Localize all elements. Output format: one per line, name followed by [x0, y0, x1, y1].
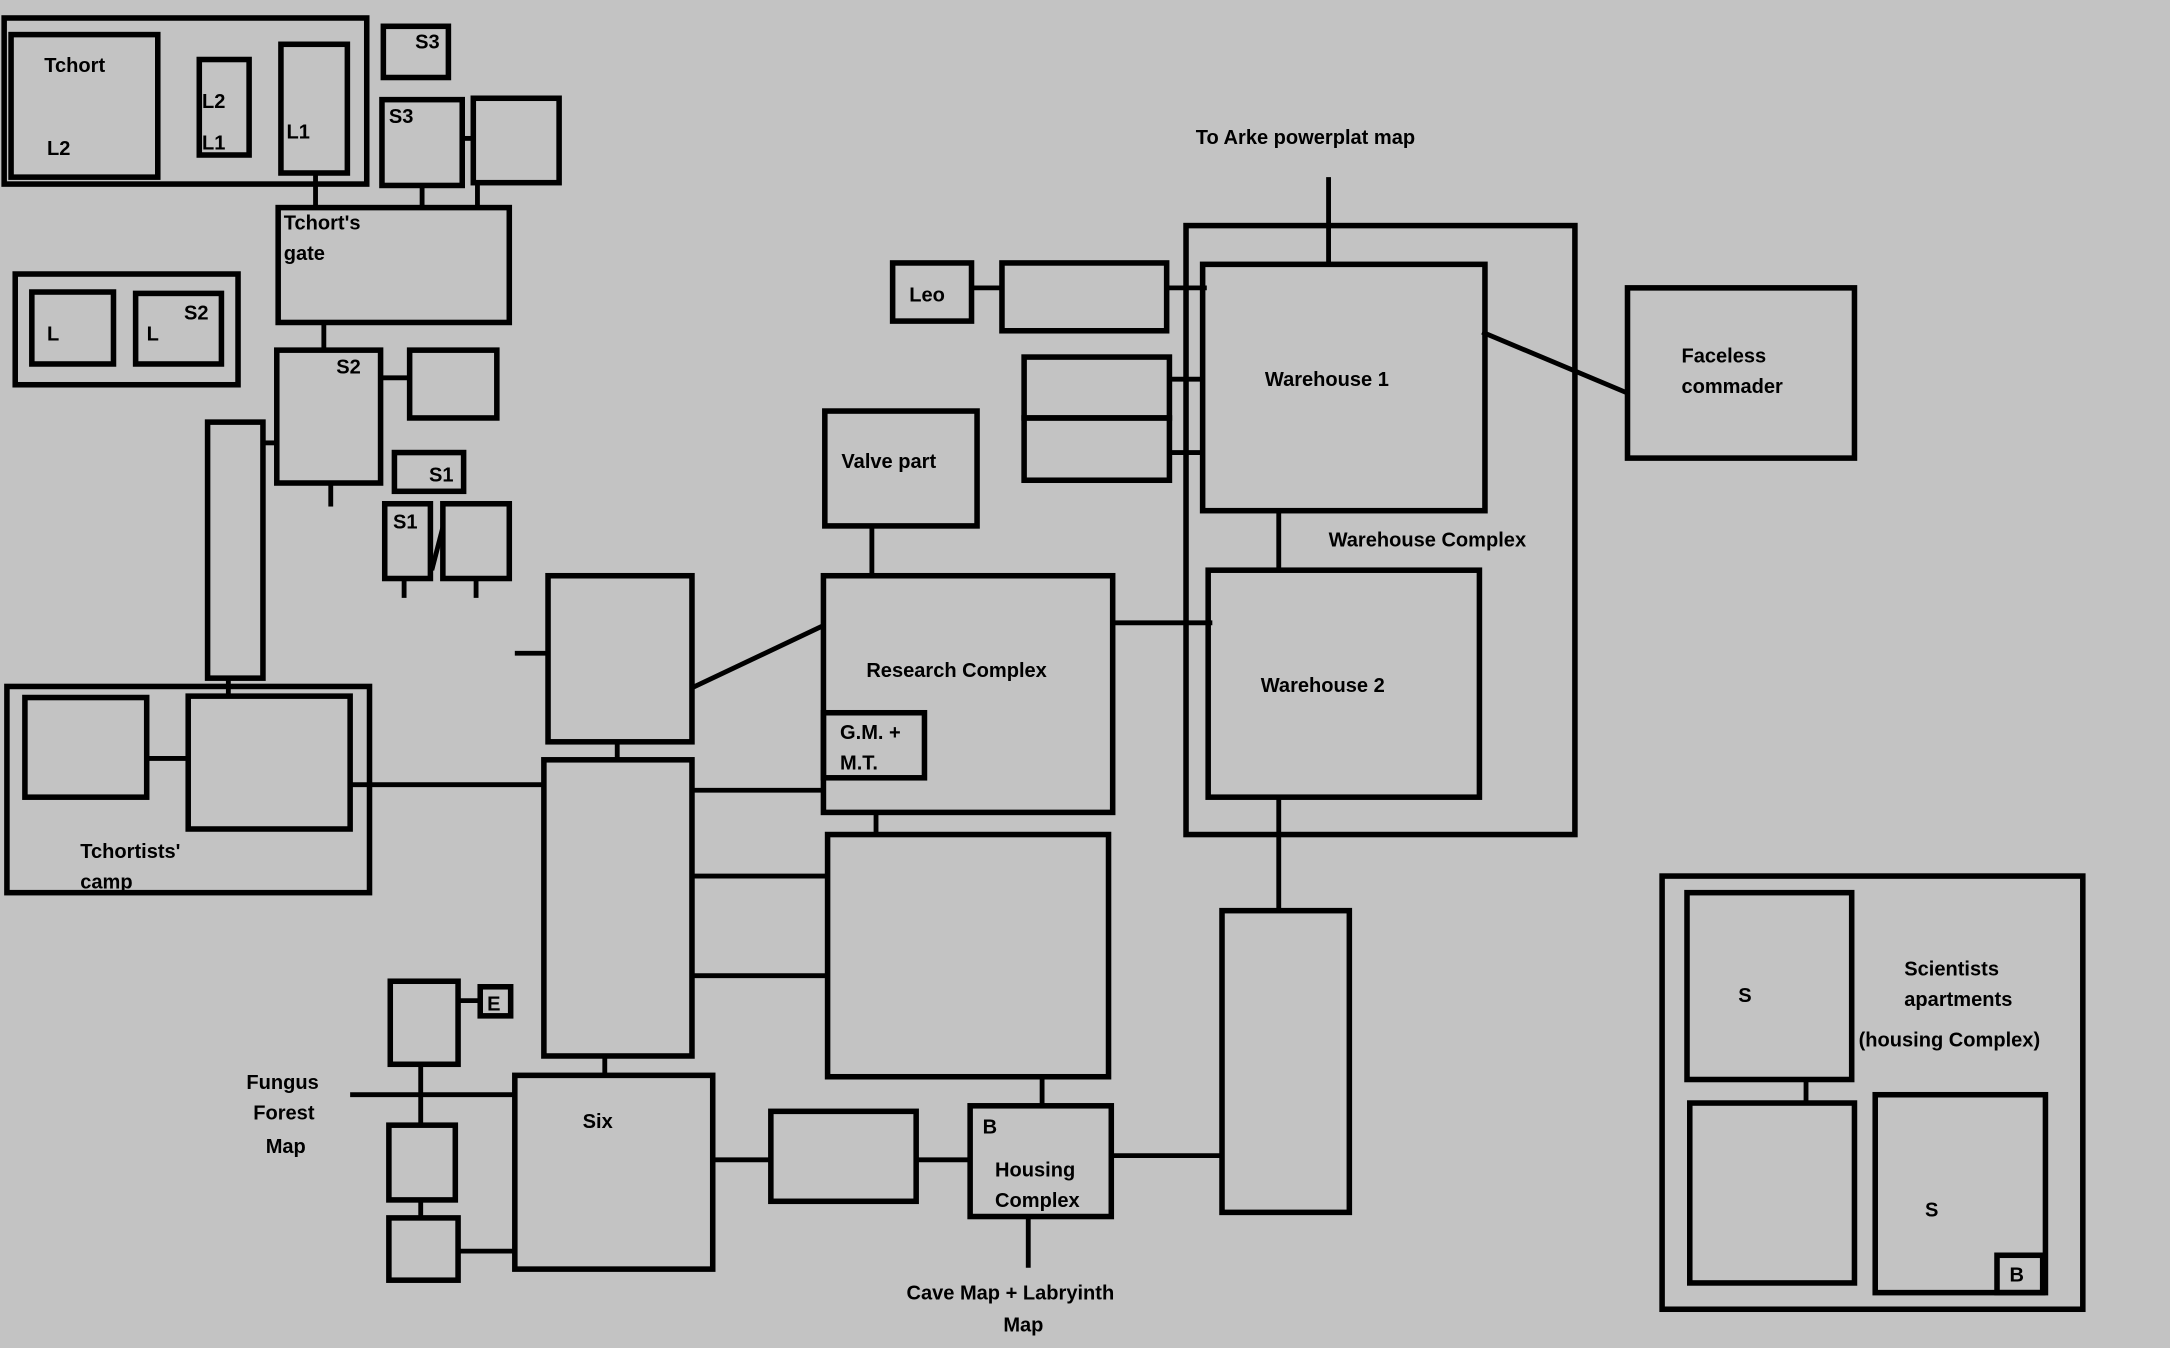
tchort-wing-outline — [1, 15, 370, 187]
link-junction-research — [690, 623, 825, 691]
s1-room — [381, 501, 434, 582]
label-s3-mid: S3 — [389, 106, 414, 128]
label-scientists-line1: Scientists — [1904, 959, 1999, 981]
six-room — [512, 1072, 716, 1272]
label-leo: Leo — [909, 285, 945, 307]
scientists-outline — [1659, 873, 2086, 1313]
long-corridor — [204, 419, 266, 681]
side-room-lower — [1021, 415, 1173, 484]
label-s1-room: S1 — [393, 512, 418, 534]
s3-top-room — [380, 23, 452, 81]
small-room-low — [386, 1215, 461, 1283]
label-apt-b: B — [2009, 1265, 2023, 1287]
label-l-right: L — [147, 323, 159, 345]
l-room-s2 — [132, 290, 225, 367]
gm-mt-room — [820, 709, 928, 781]
label-warehouse-2: Warehouse 2 — [1261, 675, 1385, 697]
label-valve-part: Valve part — [841, 451, 936, 473]
warehouse-1 — [1199, 261, 1488, 514]
valve-part-room — [822, 408, 980, 529]
label-s1-top: S1 — [429, 465, 454, 487]
apt-upper-left — [1684, 889, 1855, 1083]
label-warehouse-complex: Warehouse Complex — [1329, 530, 1527, 552]
label-housing-line1: Housing — [995, 1159, 1075, 1181]
faceless-commander-room — [1624, 285, 1858, 461]
label-apt-s-upper: S — [1738, 985, 1751, 1007]
link-s1-diag — [429, 526, 446, 571]
label-l1-tall: L1 — [286, 121, 309, 143]
label-gm-line2: M.T. — [840, 752, 878, 774]
label-six: Six — [583, 1111, 613, 1133]
room-right-of-leo — [999, 260, 1170, 334]
label-tchort: Tchort — [44, 55, 105, 77]
label-housing-b: B — [983, 1116, 997, 1138]
label-l-left: L — [47, 323, 59, 345]
label-cave-line1: Cave Map + Labryinth — [906, 1283, 1114, 1305]
label-scientists-line3: (housing Complex) — [1859, 1029, 2041, 1051]
leo-room — [889, 260, 975, 324]
e-room-tall — [387, 978, 461, 1068]
label-faceless-line2: commader — [1681, 376, 1783, 398]
label-research-complex: Research Complex — [866, 660, 1047, 682]
label-s2-small: S2 — [184, 303, 209, 325]
tchorts-gate-room — [275, 204, 513, 326]
room-right-of-s1 — [440, 501, 513, 582]
label-camp-line1: Tchortists' — [80, 841, 180, 863]
central-hall — [541, 757, 695, 1059]
label-gm-line1: G.M. + — [840, 722, 901, 744]
s2-room — [274, 347, 384, 486]
label-camp-line2: camp — [80, 872, 132, 894]
label-l1-small: L1 — [202, 132, 225, 154]
apt-lower-right — [1872, 1091, 2049, 1296]
room-right-of-s2 — [406, 347, 500, 421]
camp-room-left — [22, 694, 150, 800]
label-gate-line1: Tchort's — [284, 213, 361, 235]
camp-room-main — [185, 693, 353, 832]
l-room-left — [29, 289, 117, 367]
label-fungus-line3: Map — [266, 1136, 306, 1158]
label-faceless-line1: Faceless — [1681, 346, 1766, 368]
long-room-east — [1219, 907, 1353, 1216]
l2-l1-room — [196, 56, 252, 158]
label-scientists-line2: apartments — [1904, 989, 2012, 1011]
junction-room — [545, 572, 695, 745]
label-s3-top: S3 — [415, 31, 440, 53]
small-room-mid — [386, 1122, 459, 1203]
apt-lower-left — [1687, 1100, 1858, 1286]
camp-outline — [4, 683, 373, 896]
label-fungus-line2: Forest — [253, 1103, 315, 1125]
room-right-of-s3 — [470, 95, 562, 186]
link-wh1-faceless — [1481, 329, 1629, 396]
label-e: E — [487, 993, 500, 1015]
label-l2-small: L2 — [202, 91, 225, 113]
label-warehouse-1: Warehouse 1 — [1265, 369, 1389, 391]
label-s2-room: S2 — [336, 357, 361, 379]
lower-lab — [824, 831, 1112, 1080]
label-arke-exit: To Arke powerplat map — [1196, 127, 1415, 149]
research-complex — [820, 572, 1116, 816]
warehouse-complex-outline — [1183, 222, 1578, 838]
label-apt-s-lower: S — [1925, 1200, 1938, 1222]
room-left-of-housing — [768, 1108, 919, 1205]
label-gate-line2: gate — [284, 243, 325, 265]
apt-b-room — [1994, 1252, 2046, 1296]
l-rooms-outline — [12, 271, 241, 388]
warehouse-2 — [1205, 567, 1483, 800]
label-tchort-l2: L2 — [47, 138, 70, 160]
s1-top-room — [391, 449, 467, 495]
label-fungus-line1: Fungus — [246, 1072, 318, 1094]
label-cave-line2: Map — [1003, 1314, 1043, 1336]
l1-tall-room — [278, 41, 351, 176]
tchort-room — [8, 31, 161, 180]
label-housing-line2: Complex — [995, 1190, 1080, 1212]
side-room-upper — [1021, 354, 1173, 421]
